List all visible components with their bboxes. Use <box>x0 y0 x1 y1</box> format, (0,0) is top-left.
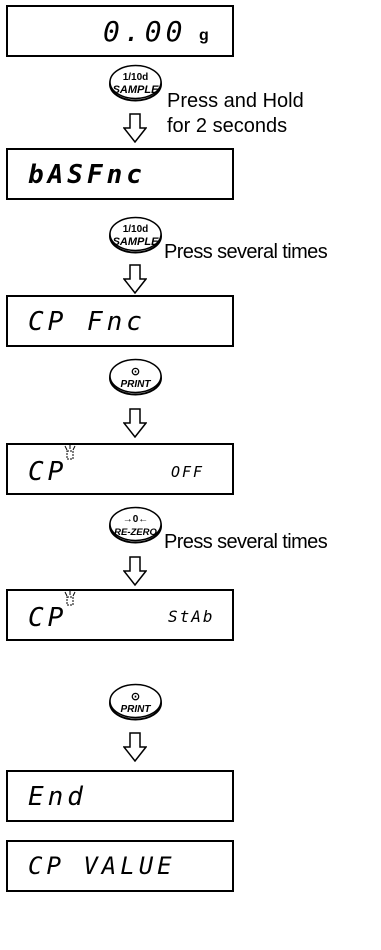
display-end-text: End <box>28 782 87 812</box>
button-outline-icon <box>109 64 162 102</box>
print-symbol-icon: ⊙ <box>130 691 141 703</box>
sample-button-bottom-label: SAMPLE <box>112 84 159 96</box>
print-button[interactable]: ⊙ PRINT <box>108 683 163 721</box>
display-cp-function-text: CP Fnc <box>28 307 146 337</box>
display-cp-label: CP <box>28 457 68 487</box>
button-outline-icon <box>109 683 162 721</box>
display-cp-value: CP VALUE <box>6 840 234 892</box>
button-outline-icon <box>109 358 162 396</box>
sample-button-repeat[interactable]: 1/10d SAMPLE <box>108 216 163 254</box>
display-cp-off-value: OFF <box>171 463 205 481</box>
print-symbol-icon: ⊙ <box>130 366 141 378</box>
re-zero-symbol-icon: →0← <box>122 514 149 525</box>
print-button[interactable]: ⊙ PRINT <box>108 358 163 396</box>
re-zero-button-label: RE-ZERO <box>114 527 157 538</box>
sample-button-bottom-label: SAMPLE <box>112 236 159 248</box>
display-cp-function: CP Fnc <box>6 295 234 347</box>
display-end: End <box>6 770 234 822</box>
down-arrow-icon <box>123 408 147 438</box>
note-two-seconds: for 2 seconds <box>167 115 288 137</box>
display-weight: 0.00 g <box>6 5 234 57</box>
display-basic-function-text: bASFnc <box>28 160 146 190</box>
note-press-several-1: Press several times <box>164 241 328 263</box>
display-basic-function: bASFnc <box>6 148 234 200</box>
down-arrow-icon <box>123 732 147 762</box>
re-zero-button[interactable]: →0← RE-ZERO <box>108 506 163 544</box>
note-press-several-2: Press several times <box>164 531 328 553</box>
blink-indicator-icon <box>64 591 76 606</box>
display-cp-value-text: CP VALUE <box>28 852 176 880</box>
display-cp-stable-value: StAb <box>168 607 215 626</box>
display-weight-unit: g <box>199 27 209 44</box>
button-outline-icon <box>109 216 162 254</box>
button-outline-icon <box>109 506 162 544</box>
sample-button-top-label: 1/10d <box>122 224 149 235</box>
down-arrow-icon <box>123 113 147 143</box>
down-arrow-icon <box>123 264 147 294</box>
note-press-hold: Press and Hold <box>167 90 304 112</box>
print-button-label: PRINT <box>120 704 151 715</box>
sample-button-hold[interactable]: 1/10d SAMPLE <box>108 64 163 102</box>
display-cp-stable: CP StAb <box>6 589 234 641</box>
display-cp-off: CP OFF <box>6 443 234 495</box>
display-cp-label: CP <box>28 603 68 633</box>
blink-indicator-icon <box>64 445 76 460</box>
display-weight-value: 0.00 <box>103 15 187 48</box>
down-arrow-icon <box>123 556 147 586</box>
sample-button-top-label: 1/10d <box>122 72 149 83</box>
print-button-label: PRINT <box>120 379 151 390</box>
